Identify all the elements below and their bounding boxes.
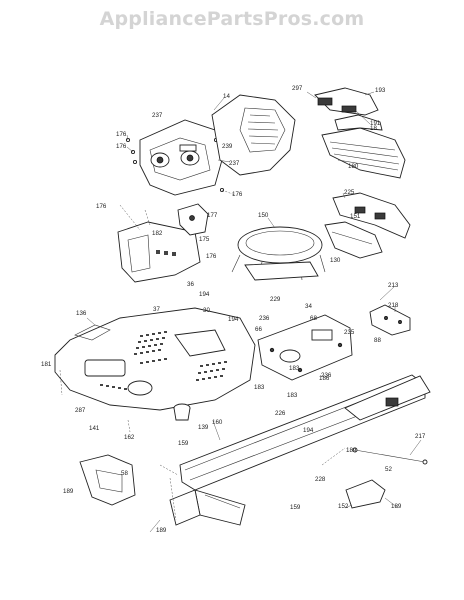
callout-159-b: 159 <box>290 504 301 511</box>
callout-189-b: 189 <box>156 527 167 534</box>
mount-bracket-part[interactable] <box>177 203 209 236</box>
callout-226: 226 <box>275 410 286 417</box>
callout-176-b: 176 <box>116 143 127 150</box>
callout-139: 139 <box>198 424 209 431</box>
grille-assembly-part[interactable] <box>314 87 406 179</box>
callout-213: 213 <box>388 282 399 289</box>
callout-151: 151 <box>350 213 361 220</box>
callout-36: 36 <box>187 281 194 288</box>
callout-297: 297 <box>292 85 303 92</box>
callout-186: 186 <box>319 375 330 382</box>
callout-189-c: 189 <box>391 503 402 510</box>
callout-141: 141 <box>89 425 100 432</box>
dashed-leader-lines <box>59 189 346 521</box>
callout-159: 159 <box>178 440 189 447</box>
callout-217: 217 <box>415 433 426 440</box>
callout-181: 181 <box>41 361 52 368</box>
callout-236-b: 236 <box>321 372 332 379</box>
callout-176-a: 176 <box>116 131 127 138</box>
side-panel-part[interactable] <box>117 221 201 283</box>
callout-37: 37 <box>153 306 160 313</box>
callout-189-a: 189 <box>63 488 74 495</box>
callout-183-a: 183 <box>254 384 265 391</box>
dash-console-part[interactable] <box>139 119 223 196</box>
callout-189-d: 189 <box>346 447 357 454</box>
callout-237-b: 237 <box>229 160 240 167</box>
callout-160: 160 <box>212 419 223 426</box>
rear-bracket-part[interactable] <box>369 304 411 336</box>
callout-229: 229 <box>270 296 281 303</box>
callout-66: 66 <box>255 326 262 333</box>
callout-237-a: 237 <box>152 112 163 119</box>
rear-frame-part[interactable] <box>344 375 431 421</box>
fuel-tank-pan-part[interactable] <box>231 226 326 281</box>
callout-34: 34 <box>305 303 312 310</box>
leader-lines <box>86 91 422 533</box>
callout-287: 287 <box>75 407 86 414</box>
callout-labels: 14 18 30 34 36 37 52 58 66 68 88 130 136… <box>41 85 426 534</box>
callout-194-c: 194 <box>303 427 314 434</box>
callout-58: 58 <box>121 470 128 477</box>
callout-130: 130 <box>330 257 341 264</box>
callout-194-a: 194 <box>199 291 210 298</box>
drawbar-part[interactable] <box>345 479 386 509</box>
callout-14: 14 <box>223 93 230 100</box>
callout-218: 218 <box>388 302 399 309</box>
callout-177: 177 <box>207 212 218 219</box>
hood-top-part[interactable] <box>211 94 296 176</box>
callout-183-b: 183 <box>287 392 298 399</box>
fender-deck-part[interactable] <box>54 307 256 411</box>
callout-176-c: 176 <box>232 191 243 198</box>
callout-239: 239 <box>222 143 233 150</box>
callout-150: 150 <box>258 212 269 219</box>
lower-left-bracket-part[interactable] <box>79 454 136 506</box>
callout-162: 162 <box>124 434 135 441</box>
callout-183-c: 183 <box>289 365 300 372</box>
callout-18: 18 <box>370 125 377 132</box>
callout-235: 235 <box>344 329 355 336</box>
callout-193: 193 <box>375 87 386 94</box>
callout-52: 52 <box>385 466 392 473</box>
callout-88: 88 <box>374 337 381 344</box>
callout-182: 182 <box>152 230 163 237</box>
callout-30: 30 <box>203 307 210 314</box>
callout-176-e: 176 <box>206 253 217 260</box>
callout-152: 152 <box>338 503 349 510</box>
callout-225: 225 <box>344 189 355 196</box>
callout-236-a: 236 <box>259 315 270 322</box>
callout-228: 228 <box>315 476 326 483</box>
seat-plate-part[interactable] <box>257 314 353 381</box>
callout-68: 68 <box>310 315 317 322</box>
callout-191: 191 <box>370 120 381 127</box>
callout-194-b: 194 <box>228 316 239 323</box>
site-watermark: AppliancePartsPros.com <box>99 8 365 30</box>
callout-176-d: 176 <box>96 203 107 210</box>
cup-holder-part[interactable] <box>173 403 191 421</box>
steering-rod-part[interactable] <box>352 447 428 465</box>
callout-180: 180 <box>348 163 359 170</box>
callout-136: 136 <box>76 310 87 317</box>
callout-175: 175 <box>199 236 210 243</box>
front-bumper-part[interactable] <box>324 192 411 259</box>
